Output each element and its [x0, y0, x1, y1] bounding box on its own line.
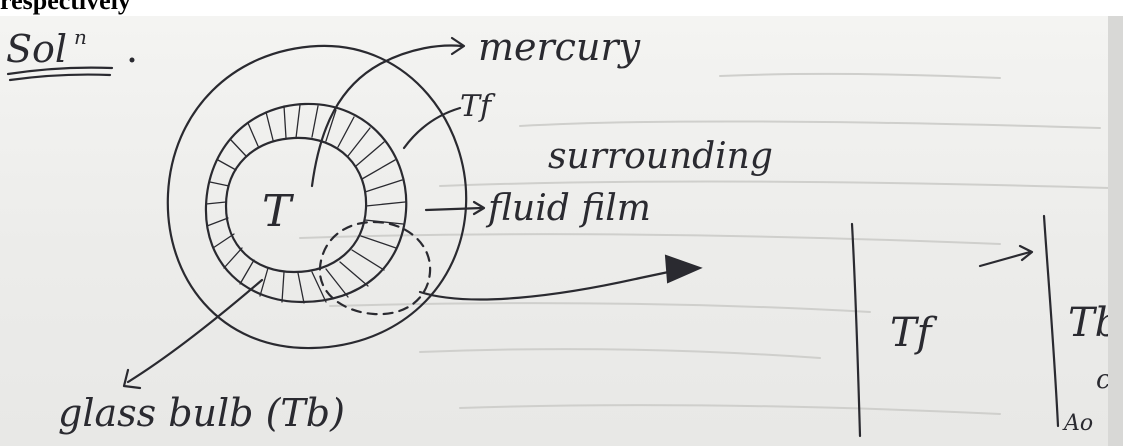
outer-glass-circle	[166, 44, 468, 350]
solution-superscript: n	[74, 25, 87, 49]
solution-text: Sol	[6, 27, 67, 71]
solution-underline-2	[8, 73, 112, 82]
zoom-ao-label: Ao	[1062, 411, 1093, 436]
zoom-right-wall	[1042, 214, 1060, 428]
bleed-through-lines	[299, 72, 1111, 415]
mercury-arrow	[310, 36, 466, 188]
zoom-c-label: c	[1096, 365, 1111, 395]
tf-label: Tf	[460, 89, 496, 124]
zoom-arrow	[418, 254, 703, 301]
page-fold-shadow	[1108, 16, 1123, 446]
fluid-film-circle	[204, 102, 408, 304]
fluid-film-label: fluid film	[485, 188, 651, 229]
solution-dot	[129, 57, 135, 63]
tf-leader-line	[402, 106, 462, 150]
solution-underline-1	[6, 66, 114, 76]
fluid-film-arrow	[424, 200, 486, 216]
glass-bulb-label: glass bulb (Tb)	[58, 391, 345, 435]
page-heading: respectively	[0, 0, 131, 15]
center-T: T	[262, 186, 295, 237]
mercury-label: mercury	[478, 25, 641, 69]
hand-drawn-diagram: Sol n	[6, 16, 1123, 446]
notebook-sheet: Sol n	[0, 16, 1123, 446]
surrounding-label: surrounding	[548, 136, 773, 177]
zoom-left-wall	[850, 222, 862, 438]
zoom-flow-arrow	[978, 244, 1034, 268]
zoom-dashed-circle	[318, 220, 432, 316]
solution-label: Sol n	[6, 25, 135, 82]
zoom-tf-label: Tf	[890, 310, 938, 356]
glass-bulb-arrow	[122, 278, 264, 390]
mercury-circle	[224, 136, 368, 274]
film-hatching	[205, 104, 406, 304]
